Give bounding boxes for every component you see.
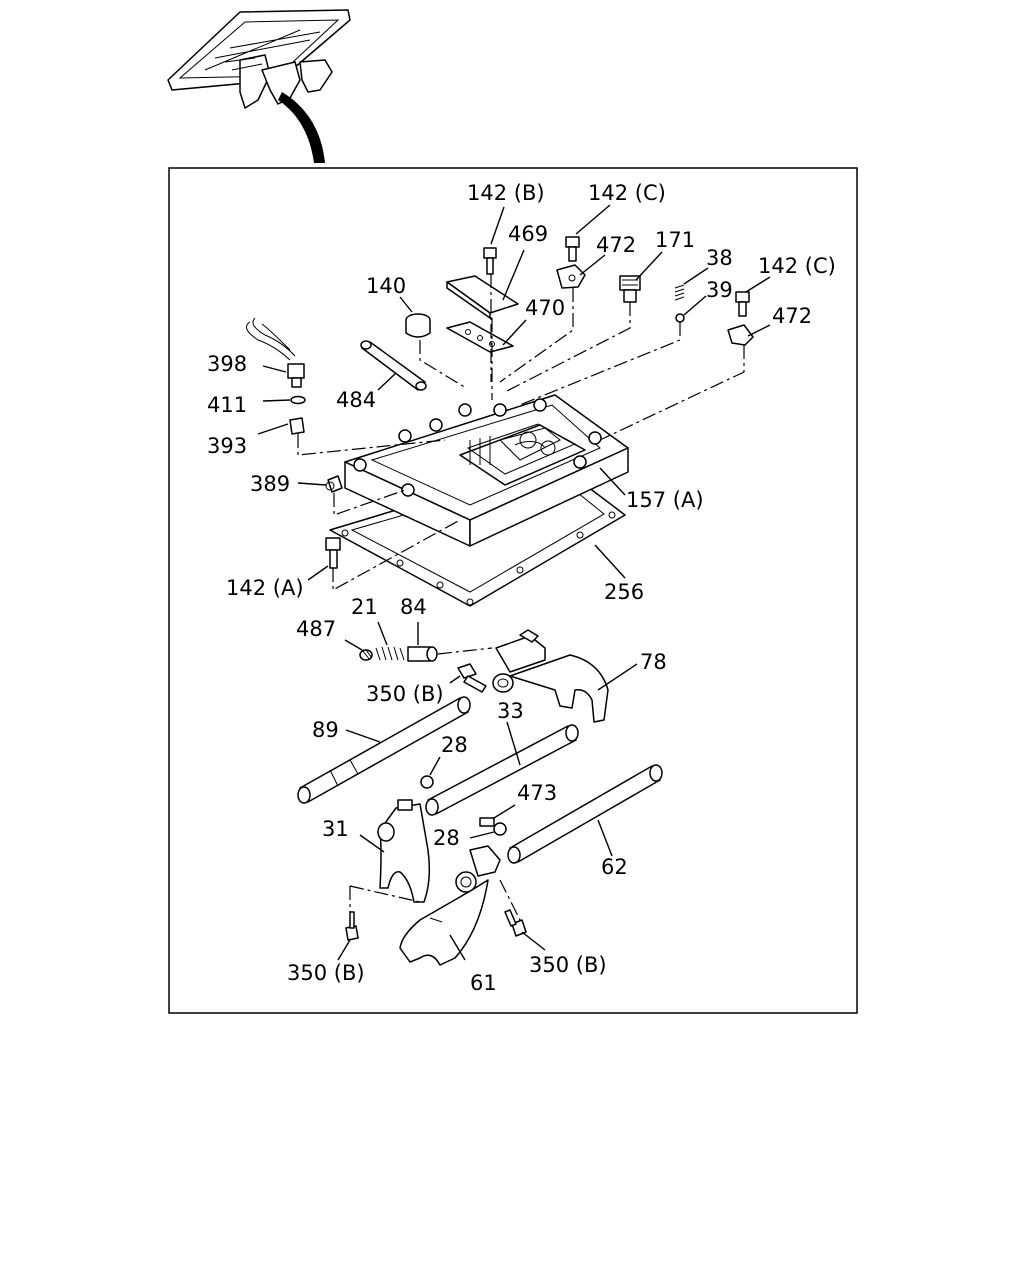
lockplate-472-right	[727, 324, 754, 346]
label-157a: 157 (A)	[626, 488, 704, 512]
label-171: 171	[655, 228, 695, 252]
shaft-33	[425, 724, 579, 816]
bolt-350b-left	[345, 911, 359, 941]
switch-398	[245, 317, 305, 388]
label-411: 411	[207, 393, 247, 417]
shaft-62	[507, 764, 663, 864]
label-140: 140	[366, 274, 406, 298]
label-469: 469	[508, 222, 548, 246]
label-350b-left: 350 (B)	[287, 961, 365, 985]
label-350b-right: 350 (B)	[529, 953, 607, 977]
label-33: 33	[497, 699, 524, 723]
label-398: 398	[207, 352, 247, 376]
bolt-142c-right	[735, 291, 750, 317]
label-142c-right: 142 (C)	[758, 254, 836, 278]
label-389: 389	[250, 472, 290, 496]
lockplate-472-top	[556, 264, 586, 289]
pin-484	[360, 340, 427, 391]
label-256: 256	[604, 580, 644, 604]
shift-fork-31	[377, 799, 431, 903]
label-28-top: 28	[441, 733, 468, 757]
label-473: 473	[517, 781, 557, 805]
gasket-470	[446, 321, 514, 353]
cover-157a	[344, 394, 629, 547]
pin-473	[479, 817, 495, 827]
callout-labels: 142 (B) 142 (C) 469 472 171 38 142 (C) 3…	[207, 181, 836, 995]
label-350b-top: 350 (B)	[366, 682, 444, 706]
label-142a: 142 (A)	[226, 576, 304, 600]
overview-thumbnail	[167, 9, 351, 163]
bolt-350b-top	[457, 663, 487, 693]
label-31: 31	[322, 817, 349, 841]
plug-393	[289, 417, 305, 435]
overview-arrow	[278, 92, 325, 163]
label-62: 62	[601, 855, 628, 879]
label-38: 38	[706, 246, 733, 270]
cap-140	[405, 313, 431, 338]
label-142b: 142 (B)	[467, 181, 545, 205]
label-472-right: 472	[772, 304, 812, 328]
ball-39	[675, 313, 685, 323]
plunger-84	[407, 646, 438, 662]
label-472-top: 472	[596, 233, 636, 257]
label-487: 487	[296, 617, 336, 641]
washer-411	[290, 395, 306, 405]
bolt-142a	[325, 537, 341, 569]
label-484: 484	[336, 388, 376, 412]
label-84: 84	[400, 595, 427, 619]
plug-487	[359, 649, 373, 661]
label-393: 393	[207, 434, 247, 458]
label-61: 61	[470, 971, 497, 995]
label-78: 78	[640, 650, 667, 674]
spring-38	[674, 284, 685, 301]
label-39: 39	[706, 278, 733, 302]
switch-171	[619, 275, 641, 303]
plug-389	[325, 475, 343, 493]
ball-28-bottom	[493, 822, 507, 836]
label-142c-top: 142 (C)	[588, 181, 666, 205]
diagram-frame	[168, 167, 858, 1014]
label-89: 89	[312, 718, 339, 742]
shift-fork-78	[492, 629, 609, 723]
bolt-142c-top	[565, 236, 580, 262]
label-470: 470	[525, 296, 565, 320]
bolt-142b	[483, 247, 497, 275]
spring-21	[375, 646, 405, 661]
label-28-bottom: 28	[433, 826, 460, 850]
shift-fork-61	[399, 845, 501, 966]
label-21: 21	[351, 595, 378, 619]
ball-28-top	[420, 775, 434, 789]
shaft-89	[297, 696, 471, 804]
